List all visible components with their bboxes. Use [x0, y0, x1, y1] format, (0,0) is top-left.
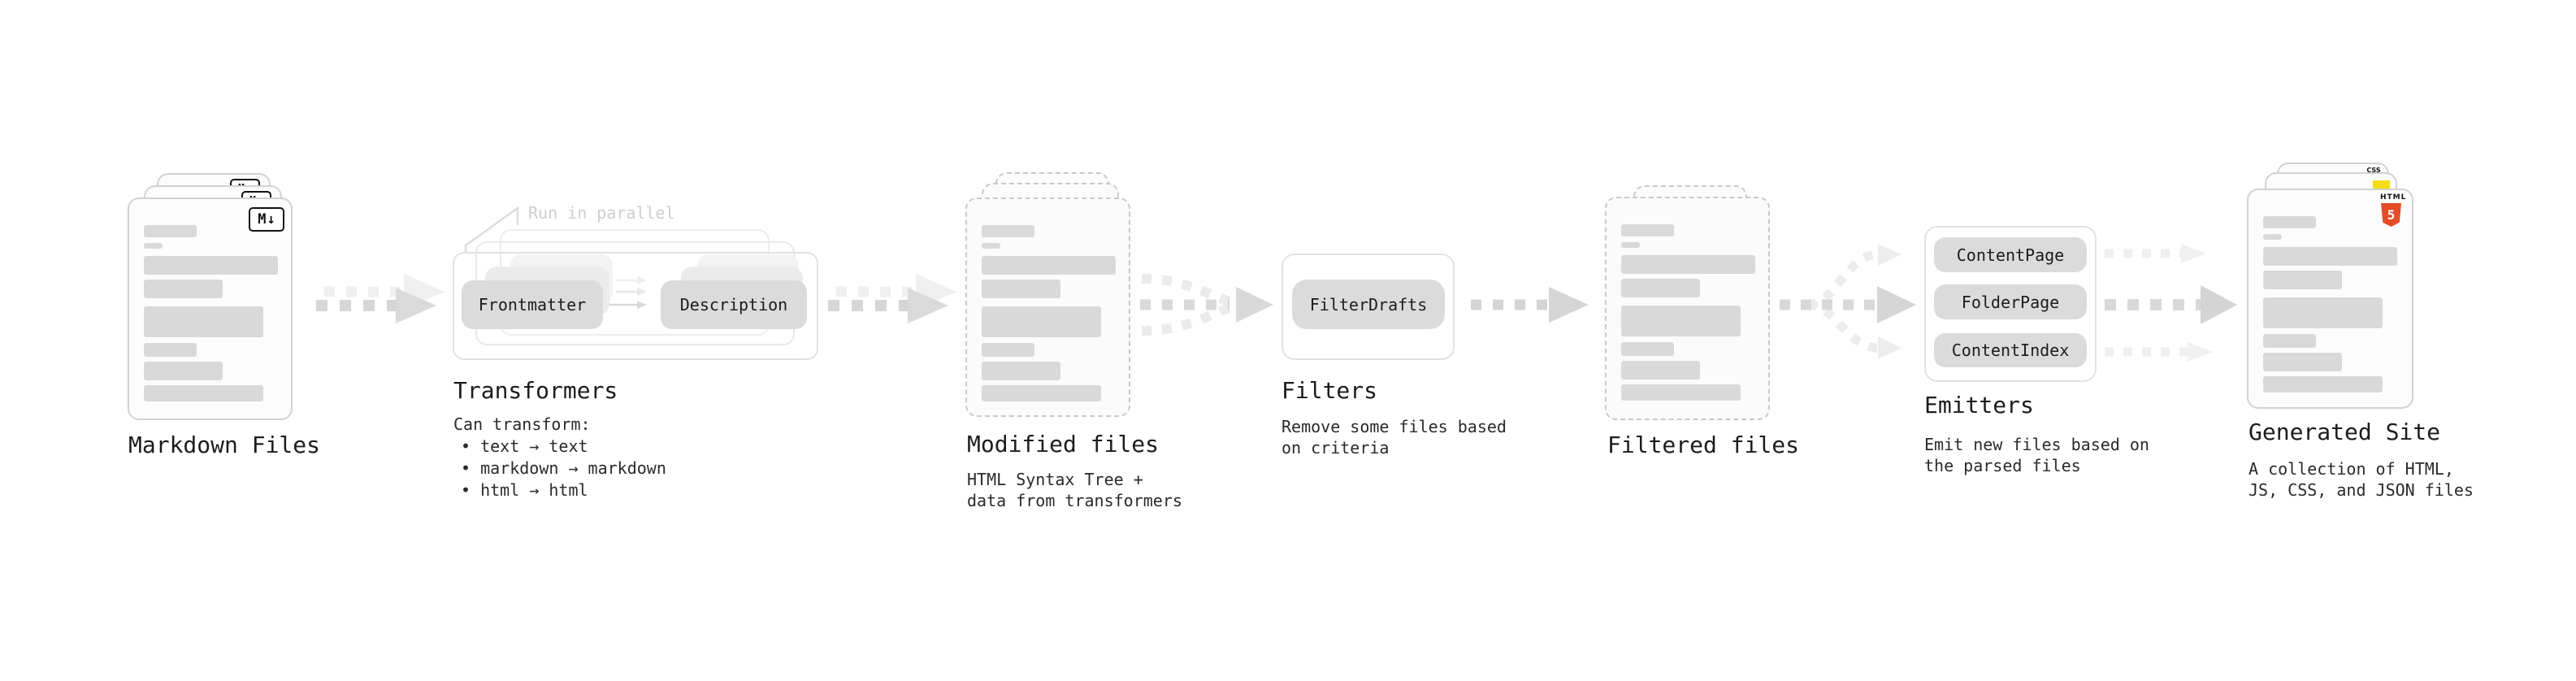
arrow-filters-to-filtered: [1471, 287, 1589, 323]
arrow-emitters-to-generated: [2105, 244, 2237, 362]
filtered-card-front: [1605, 197, 1770, 420]
markdown-icon: M↓: [249, 207, 284, 232]
document-placeholder-lines: [129, 199, 291, 419]
contentpage-button: ContentPage: [1934, 237, 2087, 272]
arrow-filtered-to-emitters: [1780, 244, 1916, 359]
run-in-parallel-callout-line: [464, 206, 519, 252]
folderpage-button: FolderPage: [1934, 284, 2087, 319]
html5-icon: HTML 5: [2380, 194, 2405, 227]
filters-description: Remove some files based on criteria: [1281, 417, 1507, 458]
arrow-transformers-to-modified: [828, 274, 956, 323]
modified-files-label: Modified files: [967, 431, 1160, 458]
generated-site-label: Generated Site: [2249, 419, 2441, 445]
modified-card-front: [965, 197, 1130, 417]
capability-bullet: • text → text: [461, 436, 588, 456]
markdown-files-label: Markdown Files: [128, 432, 321, 458]
contentindex-button: ContentIndex: [1934, 333, 2087, 367]
capabilities-heading: Can transform:: [453, 414, 591, 434]
capability-bullet: • markdown → markdown: [461, 458, 666, 478]
js-icon: [2373, 180, 2390, 189]
emitters-label: Emitters: [1924, 392, 2034, 419]
document-placeholder-lines: [1607, 198, 1768, 419]
document-placeholder-lines: [2249, 190, 2412, 407]
run-in-parallel-label: Run in parallel: [528, 203, 675, 223]
description-button: Description: [661, 280, 807, 329]
modified-files-description: HTML Syntax Tree + data from transformer…: [967, 470, 1182, 510]
emitters-description: Emit new files based on the parsed files: [1924, 435, 2149, 475]
filters-label: Filters: [1281, 377, 1378, 404]
markdown-card-front: M↓: [128, 197, 293, 420]
parallel-flow-arrows: [609, 276, 647, 309]
frontmatter-button: Frontmatter: [462, 280, 603, 329]
transformers-group-box-front: [453, 252, 818, 360]
filtered-files-label: Filtered files: [1607, 432, 1800, 458]
arrow-modified-to-filters: [1140, 274, 1273, 336]
generated-site-description: A collection of HTML, JS, CSS, and JSON …: [2249, 459, 2474, 500]
arrow-markdown-to-transformers: [316, 274, 445, 323]
filterdrafts-button: FilterDrafts: [1292, 280, 1445, 329]
document-placeholder-lines: [967, 199, 1129, 415]
capability-bullet: • html → html: [461, 480, 588, 500]
generated-card-html: HTML 5: [2247, 189, 2413, 409]
transformers-capabilities: Can transform: • text → text • markdown …: [453, 414, 666, 501]
transformers-label: Transformers: [453, 377, 618, 404]
